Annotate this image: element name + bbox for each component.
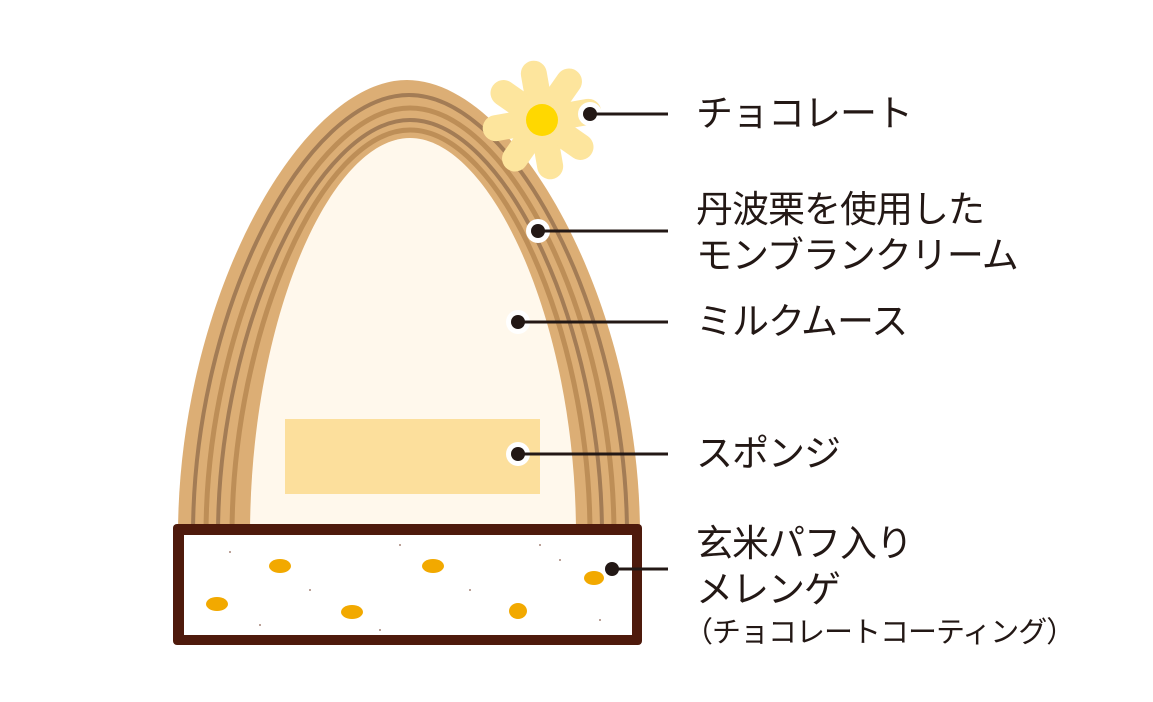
callout-mousse xyxy=(506,310,668,334)
label-cream-line1: 丹波栗を使用した xyxy=(696,188,985,231)
callout-sponge xyxy=(506,442,668,466)
meringue-base xyxy=(173,524,642,645)
callout-cream xyxy=(526,219,668,243)
callout-chocolate xyxy=(578,102,668,126)
callout-meringue xyxy=(605,562,668,576)
label-meringue-line1: 玄米パフ入り xyxy=(696,522,913,565)
callout-lines xyxy=(506,102,668,576)
label-sponge: スポンジ xyxy=(696,432,841,475)
label-cream-line2: モンブランクリーム xyxy=(696,234,1019,277)
sponge-layer xyxy=(285,419,540,494)
label-mousse: ミルクムース xyxy=(696,300,908,343)
label-meringue-line2: メレンゲ xyxy=(696,568,841,611)
label-chocolate: チョコレート xyxy=(696,92,913,135)
rice-puffs xyxy=(206,559,604,619)
label-meringue-note: （チョコレートコーティング） xyxy=(684,615,1075,649)
chocolate-flower-icon xyxy=(482,60,602,180)
